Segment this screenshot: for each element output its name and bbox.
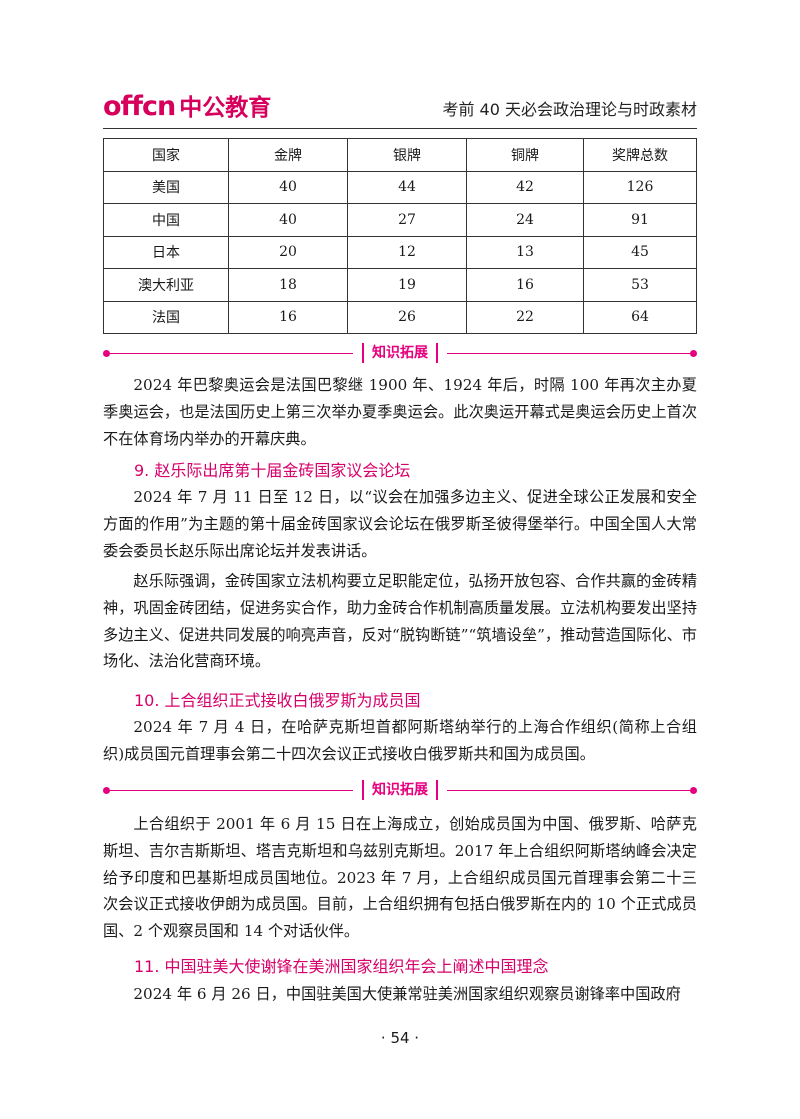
medal-table: 国家 金牌 银牌 铜牌 奖牌总数 美国 40 44 42 126 中国 40 2…: [103, 138, 697, 334]
silver-cell: 12: [347, 235, 467, 269]
page-header: offcn 中公教育 考前 40 天必会政治理论与时政素材: [103, 86, 697, 126]
table-row: 法国 16 26 22 64: [103, 300, 697, 334]
total-cell: 64: [583, 300, 697, 334]
section-heading: 11. 中国驻美大使谢锋在美洲国家组织年会上阐述中国理念: [134, 957, 549, 976]
offcn-logo: offcn 中公教育: [103, 88, 271, 122]
column-header: 银牌: [347, 138, 467, 172]
table-row: 美国 40 44 42 126: [103, 170, 697, 204]
section-heading: 9. 赵乐际出席第十届金砖国家议会论坛: [134, 461, 411, 480]
country-cell: 法国: [103, 300, 229, 334]
table-header-row: 国家 金牌 银牌 铜牌 奖牌总数: [103, 138, 697, 172]
country-cell: 澳大利亚: [103, 268, 229, 302]
banner-dot-icon: [690, 350, 697, 357]
bronze-cell: 22: [466, 300, 584, 334]
country-cell: 美国: [103, 170, 229, 204]
gold-cell: 40: [228, 170, 348, 204]
table-row: 中国 40 27 24 91: [103, 203, 697, 237]
total-cell: 91: [583, 203, 697, 237]
paragraph: 2024 年巴黎奥运会是法国巴黎继 1900 年、1924 年后，时隔 100 …: [103, 376, 697, 448]
country-cell: 日本: [103, 235, 229, 269]
bronze-cell: 24: [466, 203, 584, 237]
total-cell: 45: [583, 235, 697, 269]
banner-line: [447, 353, 693, 354]
paragraph: 2024 年 7 月 11 日至 12 日，以“议会在加强多边主义、促进全球公正…: [103, 488, 697, 560]
table-row: 澳大利亚 18 19 16 53: [103, 268, 697, 302]
banner-label: 知识拓展: [362, 780, 438, 800]
banner-dot-icon: [690, 787, 697, 794]
total-cell: 126: [583, 170, 697, 204]
header-divider: [103, 128, 697, 129]
logo-latin-text: offcn: [103, 91, 176, 122]
banner-dot-icon: [103, 787, 110, 794]
knowledge-banner: 知识拓展: [103, 343, 697, 363]
column-header: 金牌: [228, 138, 348, 172]
section-heading: 10. 上合组织正式接收白俄罗斯为成员国: [134, 691, 421, 710]
bronze-cell: 13: [466, 235, 584, 269]
column-header: 铜牌: [466, 138, 584, 172]
banner-dot-icon: [103, 350, 110, 357]
paragraph: 上合组织于 2001 年 6 月 15 日在上海成立，创始成员国为中国、俄罗斯、…: [103, 815, 697, 941]
banner-line: [447, 790, 693, 791]
silver-cell: 44: [347, 170, 467, 204]
gold-cell: 16: [228, 300, 348, 334]
gold-cell: 20: [228, 235, 348, 269]
silver-cell: 26: [347, 300, 467, 334]
book-title: 考前 40 天必会政治理论与时政素材: [442, 100, 697, 119]
bronze-cell: 42: [466, 170, 584, 204]
column-header: 奖牌总数: [583, 138, 697, 172]
country-cell: 中国: [103, 203, 229, 237]
paragraph: 赵乐际强调，金砖国家立法机构要立足职能定位，弘扬开放包容、合作共赢的金砖精神，巩…: [103, 572, 697, 671]
bronze-cell: 16: [466, 268, 584, 302]
knowledge-banner: 知识拓展: [103, 780, 697, 800]
silver-cell: 27: [347, 203, 467, 237]
column-header: 国家: [103, 138, 229, 172]
table-row: 日本 20 12 13 45: [103, 235, 697, 269]
paragraph: 2024 年 6 月 26 日，中国驻美国大使兼常驻美洲国家组织观察员谢锋率中国…: [133, 985, 681, 1003]
paragraph: 2024 年 7 月 4 日，在哈萨克斯坦首都阿斯塔纳举行的上海合作组织(简称上…: [103, 718, 697, 763]
banner-label: 知识拓展: [362, 343, 438, 363]
gold-cell: 18: [228, 268, 348, 302]
page-number: · 54 ·: [380, 1029, 420, 1047]
silver-cell: 19: [347, 268, 467, 302]
total-cell: 53: [583, 268, 697, 302]
banner-line: [107, 353, 353, 354]
logo-chinese-text: 中公教育: [179, 95, 272, 121]
gold-cell: 40: [228, 203, 348, 237]
banner-line: [107, 790, 353, 791]
